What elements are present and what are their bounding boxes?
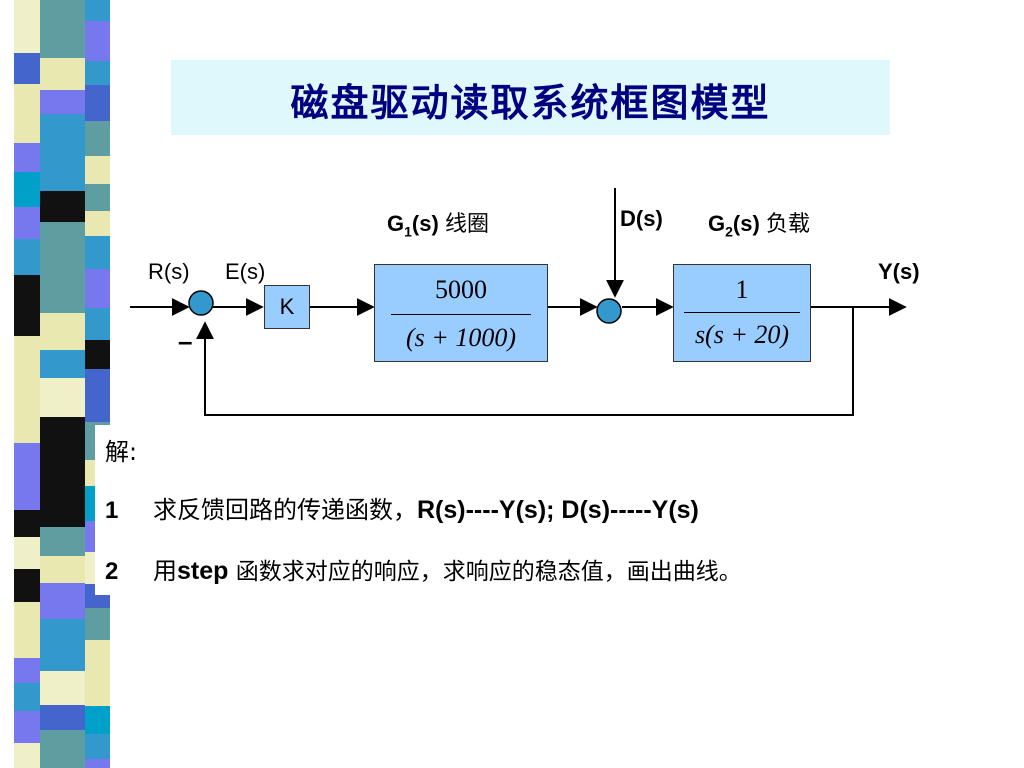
item-number: 1 (105, 497, 119, 524)
reference-label: R(s) (148, 259, 190, 284)
feedback-minus-sign: – (178, 326, 193, 356)
g2-fraction-bar (684, 312, 800, 313)
summing-junction-2 (596, 298, 622, 324)
g1-denominator: (s + 1000) (406, 323, 516, 352)
g1-numerator: 5000 (435, 275, 487, 304)
g2-transfer-block: 1 s(s + 20) (673, 264, 811, 362)
g2-denominator: s(s + 20) (694, 320, 790, 349)
item-number: 2 (105, 558, 119, 585)
solution-panel (95, 425, 755, 595)
title-banner: 磁盘驱动读取系统框图模型 (171, 60, 890, 135)
disturbance-label: D(s) (620, 206, 663, 231)
g2-label: G2(s) 负载 (708, 211, 810, 240)
gain-k-block: K (264, 285, 310, 329)
g1-transfer-block: 5000 (s + 1000) (374, 264, 548, 362)
g2-numerator: 1 (735, 275, 749, 304)
summing-junction-1 (188, 290, 214, 316)
g1-fraction-bar (391, 314, 531, 315)
g1-label: G1(s) 线圈 (387, 211, 489, 240)
error-label: E(s) (225, 259, 266, 284)
feedback-path (196, 307, 854, 416)
decorative-side-stripe (0, 0, 120, 768)
page-title: 磁盘驱动读取系统框图模型 (290, 80, 771, 125)
output-label: Y(s) (878, 259, 920, 284)
solution-header: 解: (105, 438, 138, 466)
